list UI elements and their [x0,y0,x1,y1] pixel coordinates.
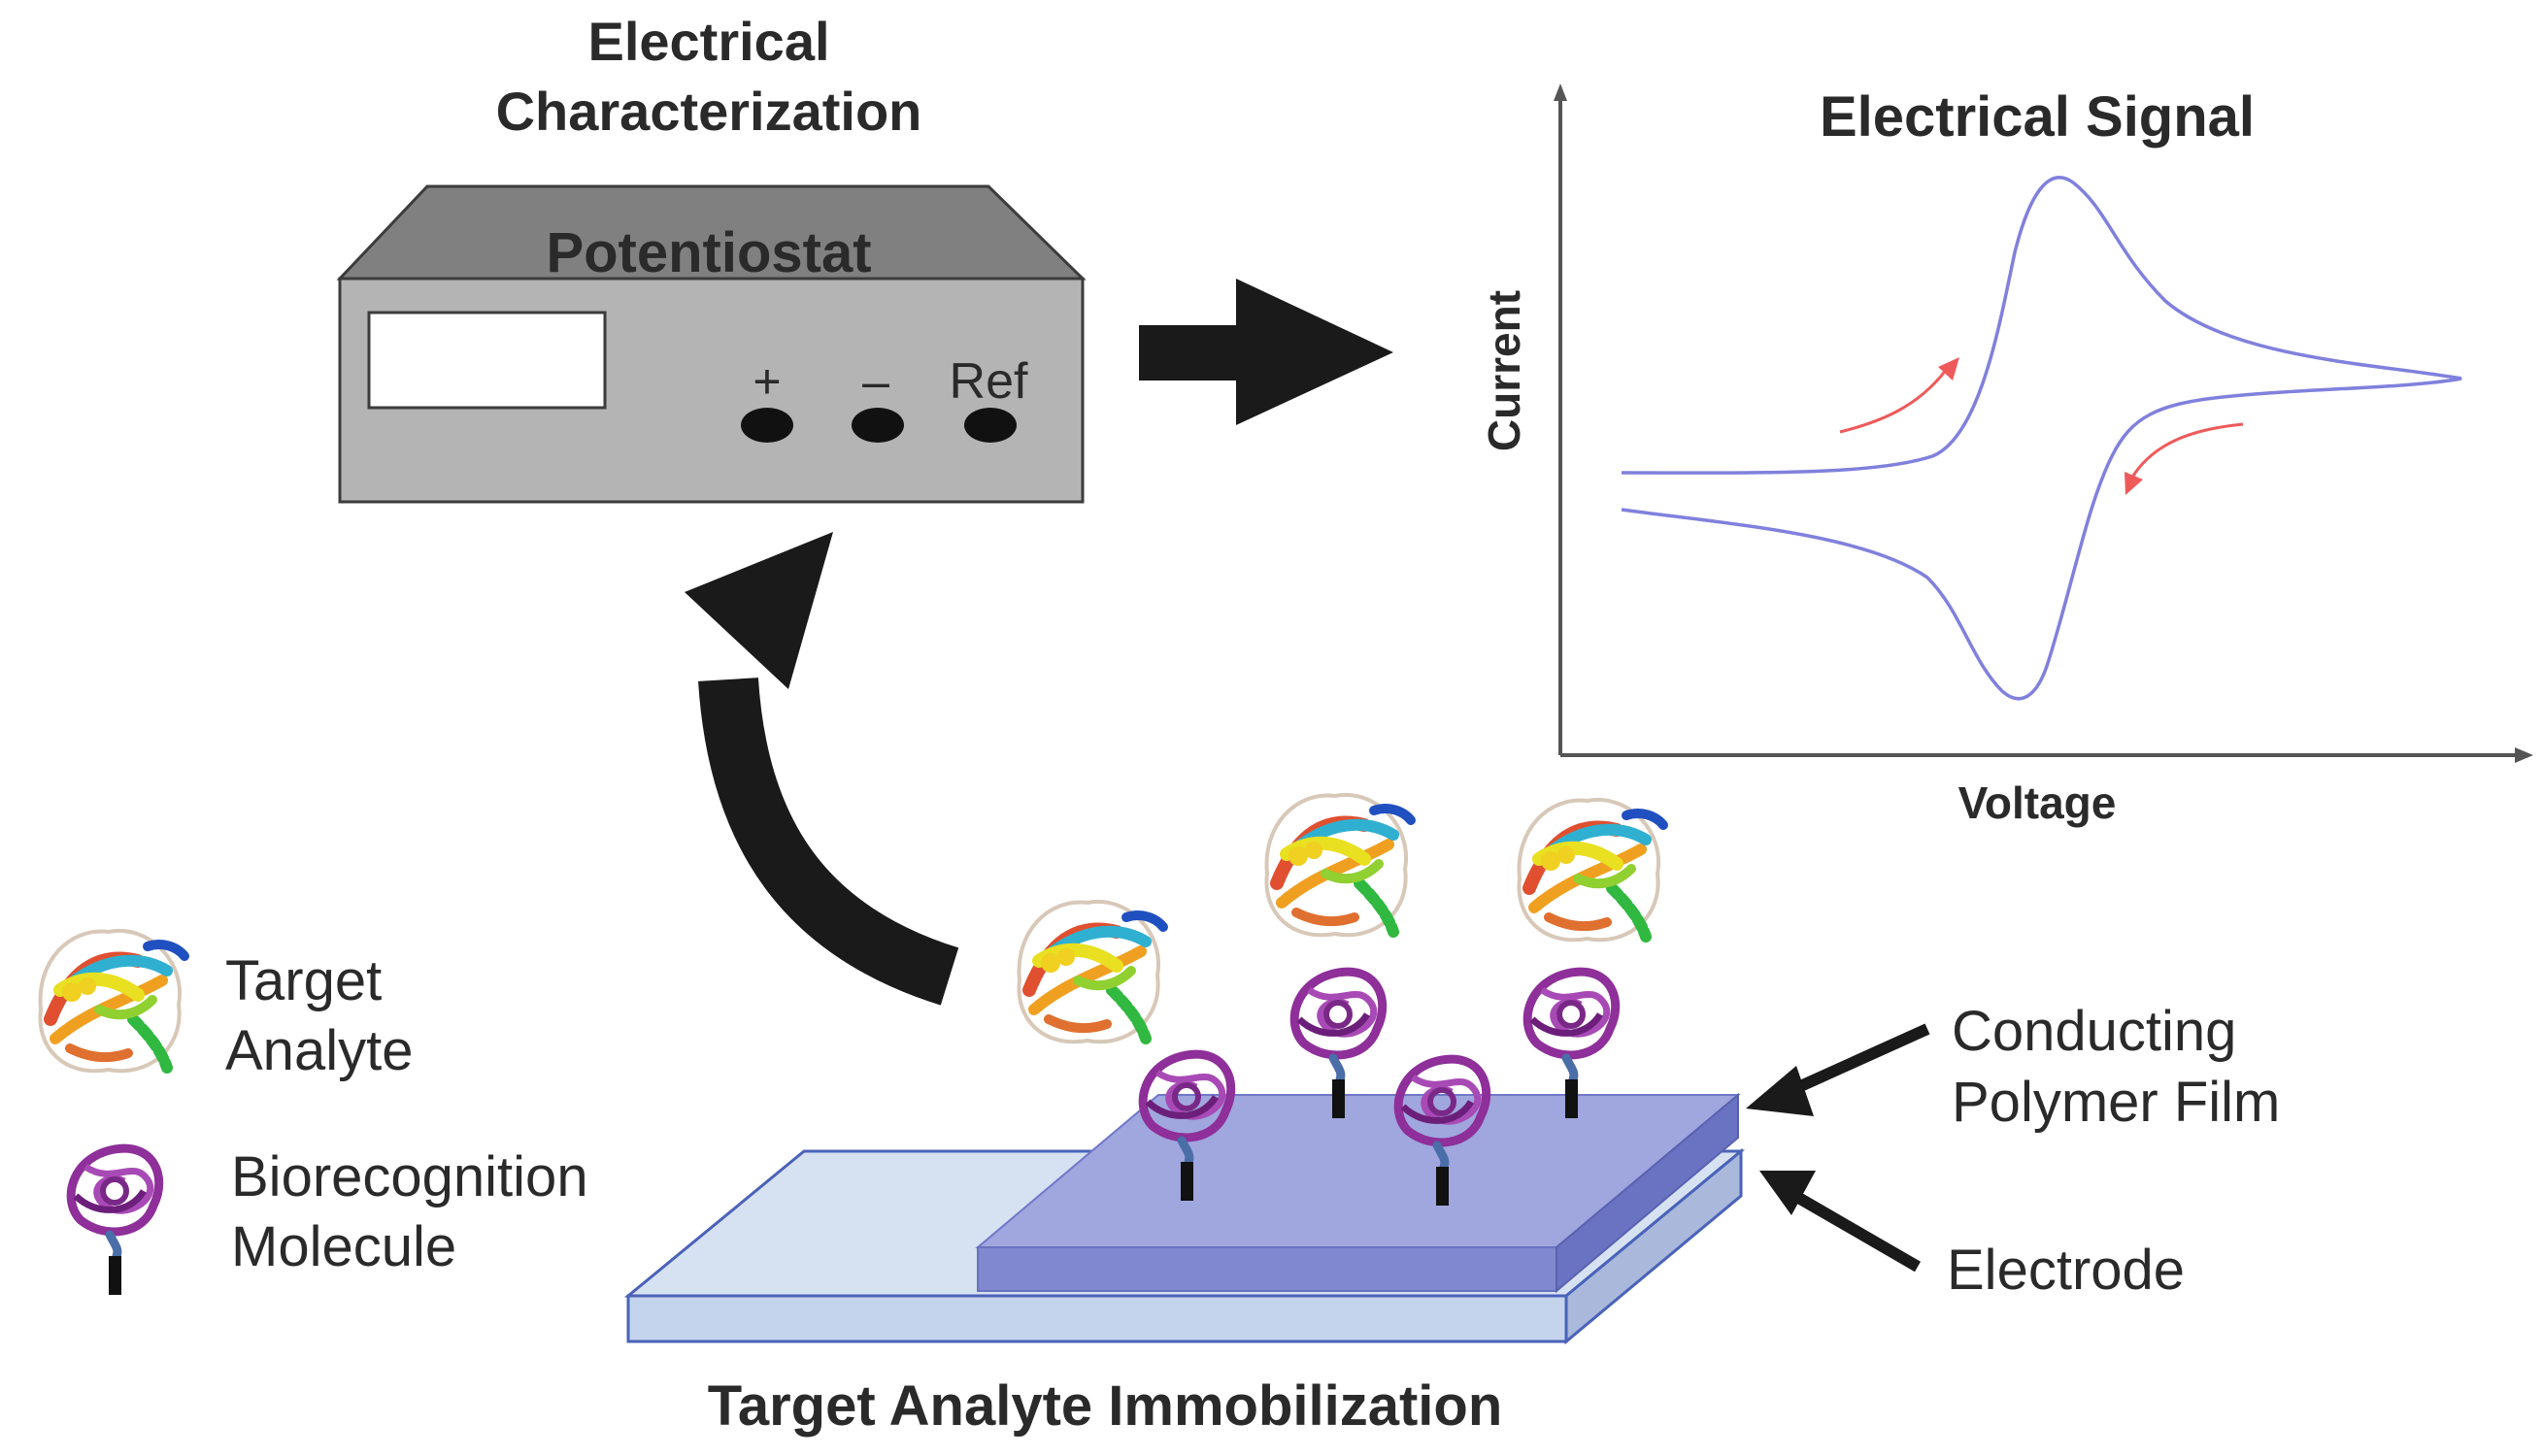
reverse-scan-arrow-icon [2131,422,2244,477]
immobilization-title: Target Analyte Immobilization [708,1374,1503,1438]
bound-target-analyte [1519,800,1663,940]
callout-arrows [1746,1023,1930,1273]
electrode-callout-arrow-icon [1785,1186,1922,1273]
forward-scan-arrow-icon [1839,368,1949,434]
legend-target-line1: Target [225,949,382,1012]
characterization-title-line2: Characterization [496,81,922,142]
x-axis-arrowhead [2515,747,2533,763]
potentiostat-label: Potentiostat [546,221,871,284]
legend-bio-line2: Molecule [231,1215,456,1278]
ref-terminal-jack [964,408,1017,443]
forward-scan-arrowhead [1938,357,1959,381]
bound-target-analyte [1019,902,1163,1042]
electrode-label: Electrode [1947,1239,2185,1302]
voltammogram-curve [1621,176,2462,701]
polymer-film-front [977,1246,1557,1292]
electrode-side [1564,1147,1743,1345]
minus-terminal-label: – [862,354,889,409]
polymer-film-label-line2: Polymer Film [1952,1071,2280,1134]
curved-up-arrow-icon [685,532,959,1006]
ref-terminal-label: Ref [950,353,1028,410]
y-axis-arrowhead [1554,83,1567,101]
potentiostat-device: Potentiostat + – Ref [336,184,1087,504]
bound-target-analyte [1266,795,1411,935]
plus-terminal-label: + [753,354,781,409]
legend-bio-line1: Biorecognition [231,1145,588,1208]
right-arrow-icon [1139,279,1393,425]
x-axis-label: Voltage [1958,778,2117,828]
graph-title: Electrical Signal [1820,85,2255,149]
minus-terminal-jack [852,408,904,443]
plus-terminal-jack [741,408,793,443]
biorecognition-legend-icon [71,1148,159,1295]
y-axis-label: Current [1479,290,1529,451]
characterization-title-line1: Electrical [587,11,829,72]
polymer-film-side [1556,1092,1739,1294]
display-screen [367,311,607,410]
target-analyte-legend-icon [40,931,184,1071]
polymer-film-label-line1: Conducting [1952,1000,2236,1063]
legend-target-line2: Analyte [225,1019,413,1082]
cyclic-voltammogram-graph: Electrical Signal Current Voltage [1479,83,2533,828]
electrode-assembly [623,1092,1746,1345]
legend: Target Analyte Biorecognition Molecule [40,931,588,1295]
reverse-scan-arrowhead [2125,472,2143,495]
electrode-front [626,1294,1568,1343]
